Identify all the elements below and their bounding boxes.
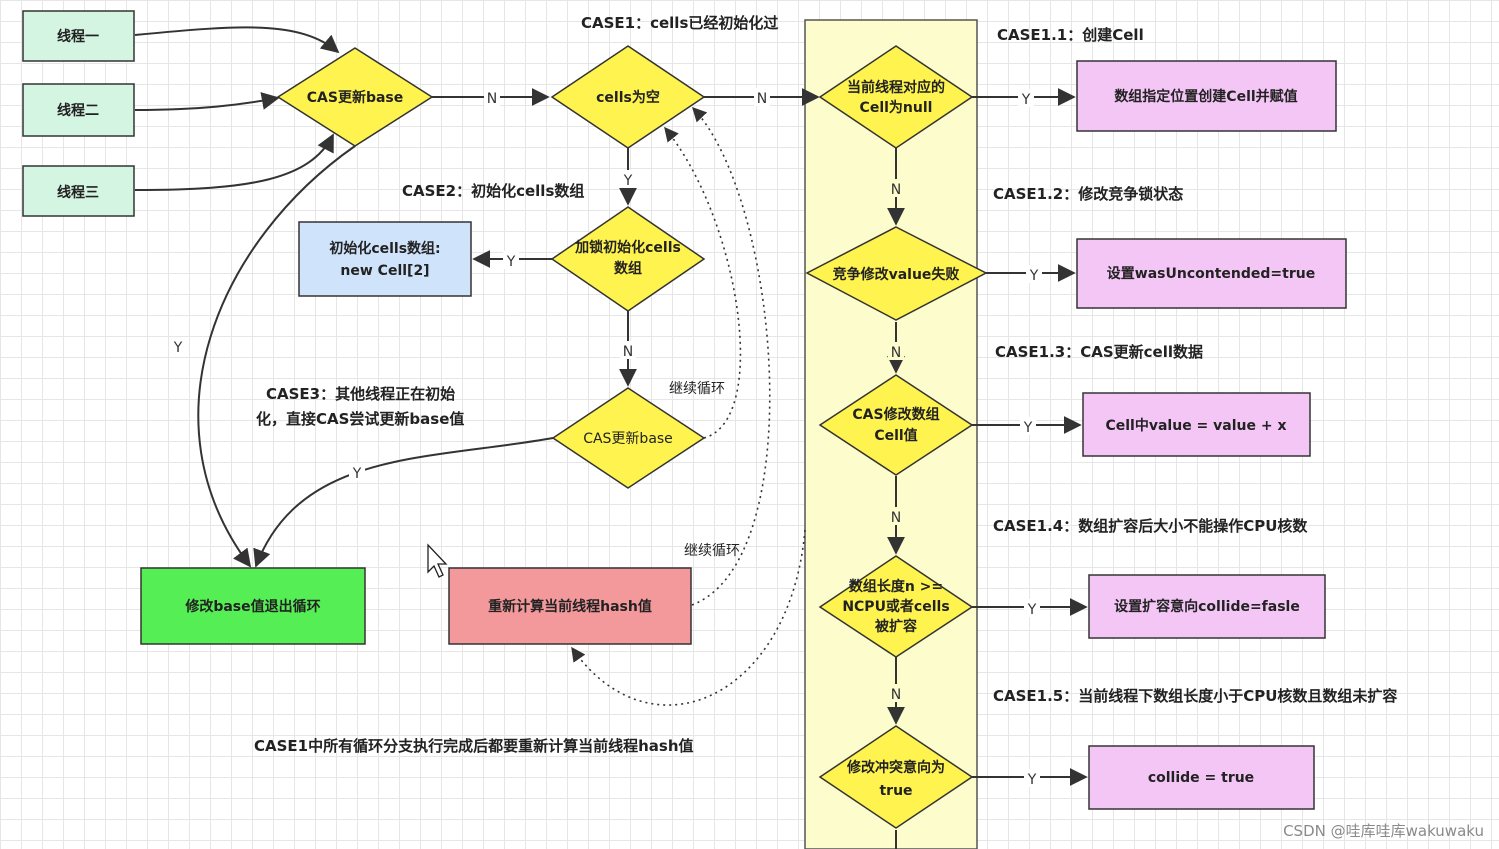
case1-4-label: CASE1.4：数组扩容后大小不能操作CPU核数 (993, 517, 1308, 535)
continue-loop-label-2: 继续循环 (684, 542, 740, 559)
thread-one-label: 线程一 (57, 28, 99, 45)
collide-true-box (1088, 745, 1315, 810)
create-cell-label: 数组指定位置创建Cell并赋值 (1114, 88, 1297, 105)
case3-label-1: CASE3：其他线程正在初始 (266, 385, 455, 403)
label-y-cas: Y (173, 340, 183, 356)
collide-q-diamond (818, 725, 974, 829)
label-n-2: N (757, 91, 767, 107)
create-cell-box (1076, 60, 1337, 132)
label-y-value: Y (1023, 420, 1033, 436)
label-y-collidefalse: Y (1027, 602, 1037, 618)
cell-null-label-2: Cell为null (860, 99, 933, 116)
label-n-compete: N (891, 345, 901, 361)
lock-init-label-1: 加锁初始化cells (574, 239, 681, 256)
modify-base-box (140, 567, 366, 645)
cells-empty-diamond (550, 45, 706, 149)
cell-value-box (1082, 392, 1311, 457)
case1-label: CASE1：cells已经初始化过 (581, 14, 778, 32)
continue-loop-label-1: 继续循环 (669, 380, 725, 397)
thread-two-label: 线程二 (57, 102, 99, 119)
thread-three-label: 线程三 (57, 184, 99, 201)
set-collide-false-label: 设置扩容意向collide=fasle (1114, 598, 1300, 615)
label-y-uncontended: Y (1029, 268, 1039, 284)
label-y-cells: Y (623, 173, 633, 189)
array-len-diamond (818, 555, 974, 658)
case1-3-label: CASE1.3：CAS更新cell数据 (995, 343, 1203, 361)
label-n-cascell: N (891, 510, 901, 526)
label-n-arraylen: N (891, 687, 901, 703)
cell-value-label: Cell中value = value + x (1105, 417, 1286, 434)
rehash-label: 重新计算当前线程hash值 (488, 598, 652, 615)
case3-label-2: 化，直接CAS尝试更新base值 (256, 410, 464, 428)
cas-base-diamond (276, 47, 434, 147)
case1-2-label: CASE1.2：修改竞争锁状态 (993, 185, 1183, 203)
cas-cell-diamond (818, 374, 974, 476)
collide-q-label-1: 修改冲突意向为 (846, 759, 945, 776)
collide-true-label: collide = true (1148, 770, 1254, 786)
cells-empty-label: cells为空 (596, 89, 660, 106)
modify-base-label: 修改base值退出循环 (184, 598, 320, 615)
array-len-label-1: 数组长度n >= (849, 578, 943, 595)
lock-init-label-2: 数组 (614, 260, 642, 277)
set-collide-false-box (1088, 574, 1326, 639)
thread-two-box (22, 83, 135, 137)
edge-casbase2-modify (253, 437, 554, 568)
mouse-cursor-icon (427, 543, 448, 578)
case1-5-label: CASE1.5：当前线程下数组长度小于CPU核数且数组未扩容 (993, 687, 1397, 705)
label-n-cellnull: N (891, 182, 901, 198)
edge-casbase2-loop (664, 126, 742, 439)
label-y-init: Y (506, 254, 516, 270)
cas-base-label: CAS更新base (307, 89, 404, 106)
rehash-box (448, 567, 692, 645)
thread-one-box (22, 10, 135, 62)
edge-thread2-cas (134, 92, 280, 111)
collide-q-label-2: true (879, 783, 912, 799)
init-array-label-1: 初始化cells数组: (329, 240, 440, 257)
lock-init-diamond (550, 206, 706, 312)
set-uncontended-label: 设置wasUncontended=true (1107, 265, 1315, 282)
footer-note: CASE1中所有循环分支执行完成后都要重新计算当前线程hash值 (254, 737, 694, 755)
label-y-create: Y (1021, 92, 1031, 108)
cas-base2-label: CAS更新base (583, 431, 673, 447)
watermark: CSDN @哇库哇库wakuwaku (1283, 822, 1484, 840)
cas-cell-label-2: Cell值 (874, 427, 917, 444)
loop-edges (571, 106, 806, 706)
label-n-lock: N (623, 344, 633, 360)
set-uncontended-box (1076, 238, 1347, 309)
cas-base2-diamond (551, 387, 706, 489)
label-y-collide: Y (1027, 772, 1037, 788)
init-array-label-2: new Cell[2] (340, 263, 429, 279)
edge-thread3-cas (134, 133, 334, 191)
case-labels: CASE1：cells已经初始化过 CASE2：初始化cells数组 CASE3… (254, 14, 1484, 840)
cell-null-diamond (818, 45, 974, 149)
thread-boxes: 线程一 线程二 线程三 (22, 10, 135, 217)
case1-1-label: CASE1.1：创建Cell (997, 26, 1144, 44)
init-array-box (298, 221, 472, 297)
label-y-cas2: Y (352, 466, 362, 482)
edge-labels: N N Y Y N Y Y N N N N Y Y Y Y Y (170, 88, 1042, 788)
compete-fail-label: 竞争修改value失败 (833, 266, 961, 283)
array-len-label-2: NCPU或者cells (842, 598, 949, 615)
cell-null-label-1: 当前线程对应的 (847, 79, 945, 96)
compete-fail-diamond (805, 226, 988, 321)
edge-rehash-loop (691, 106, 771, 606)
edge-cas-modify (197, 145, 356, 568)
label-n-1: N (487, 91, 497, 107)
edge-thread1-cas (134, 26, 340, 54)
array-len-label-3: 被扩容 (875, 618, 917, 635)
cas-cell-label-1: CAS修改数组 (852, 406, 939, 423)
thread-three-box (22, 165, 135, 217)
case2-label: CASE2：初始化cells数组 (402, 182, 584, 200)
